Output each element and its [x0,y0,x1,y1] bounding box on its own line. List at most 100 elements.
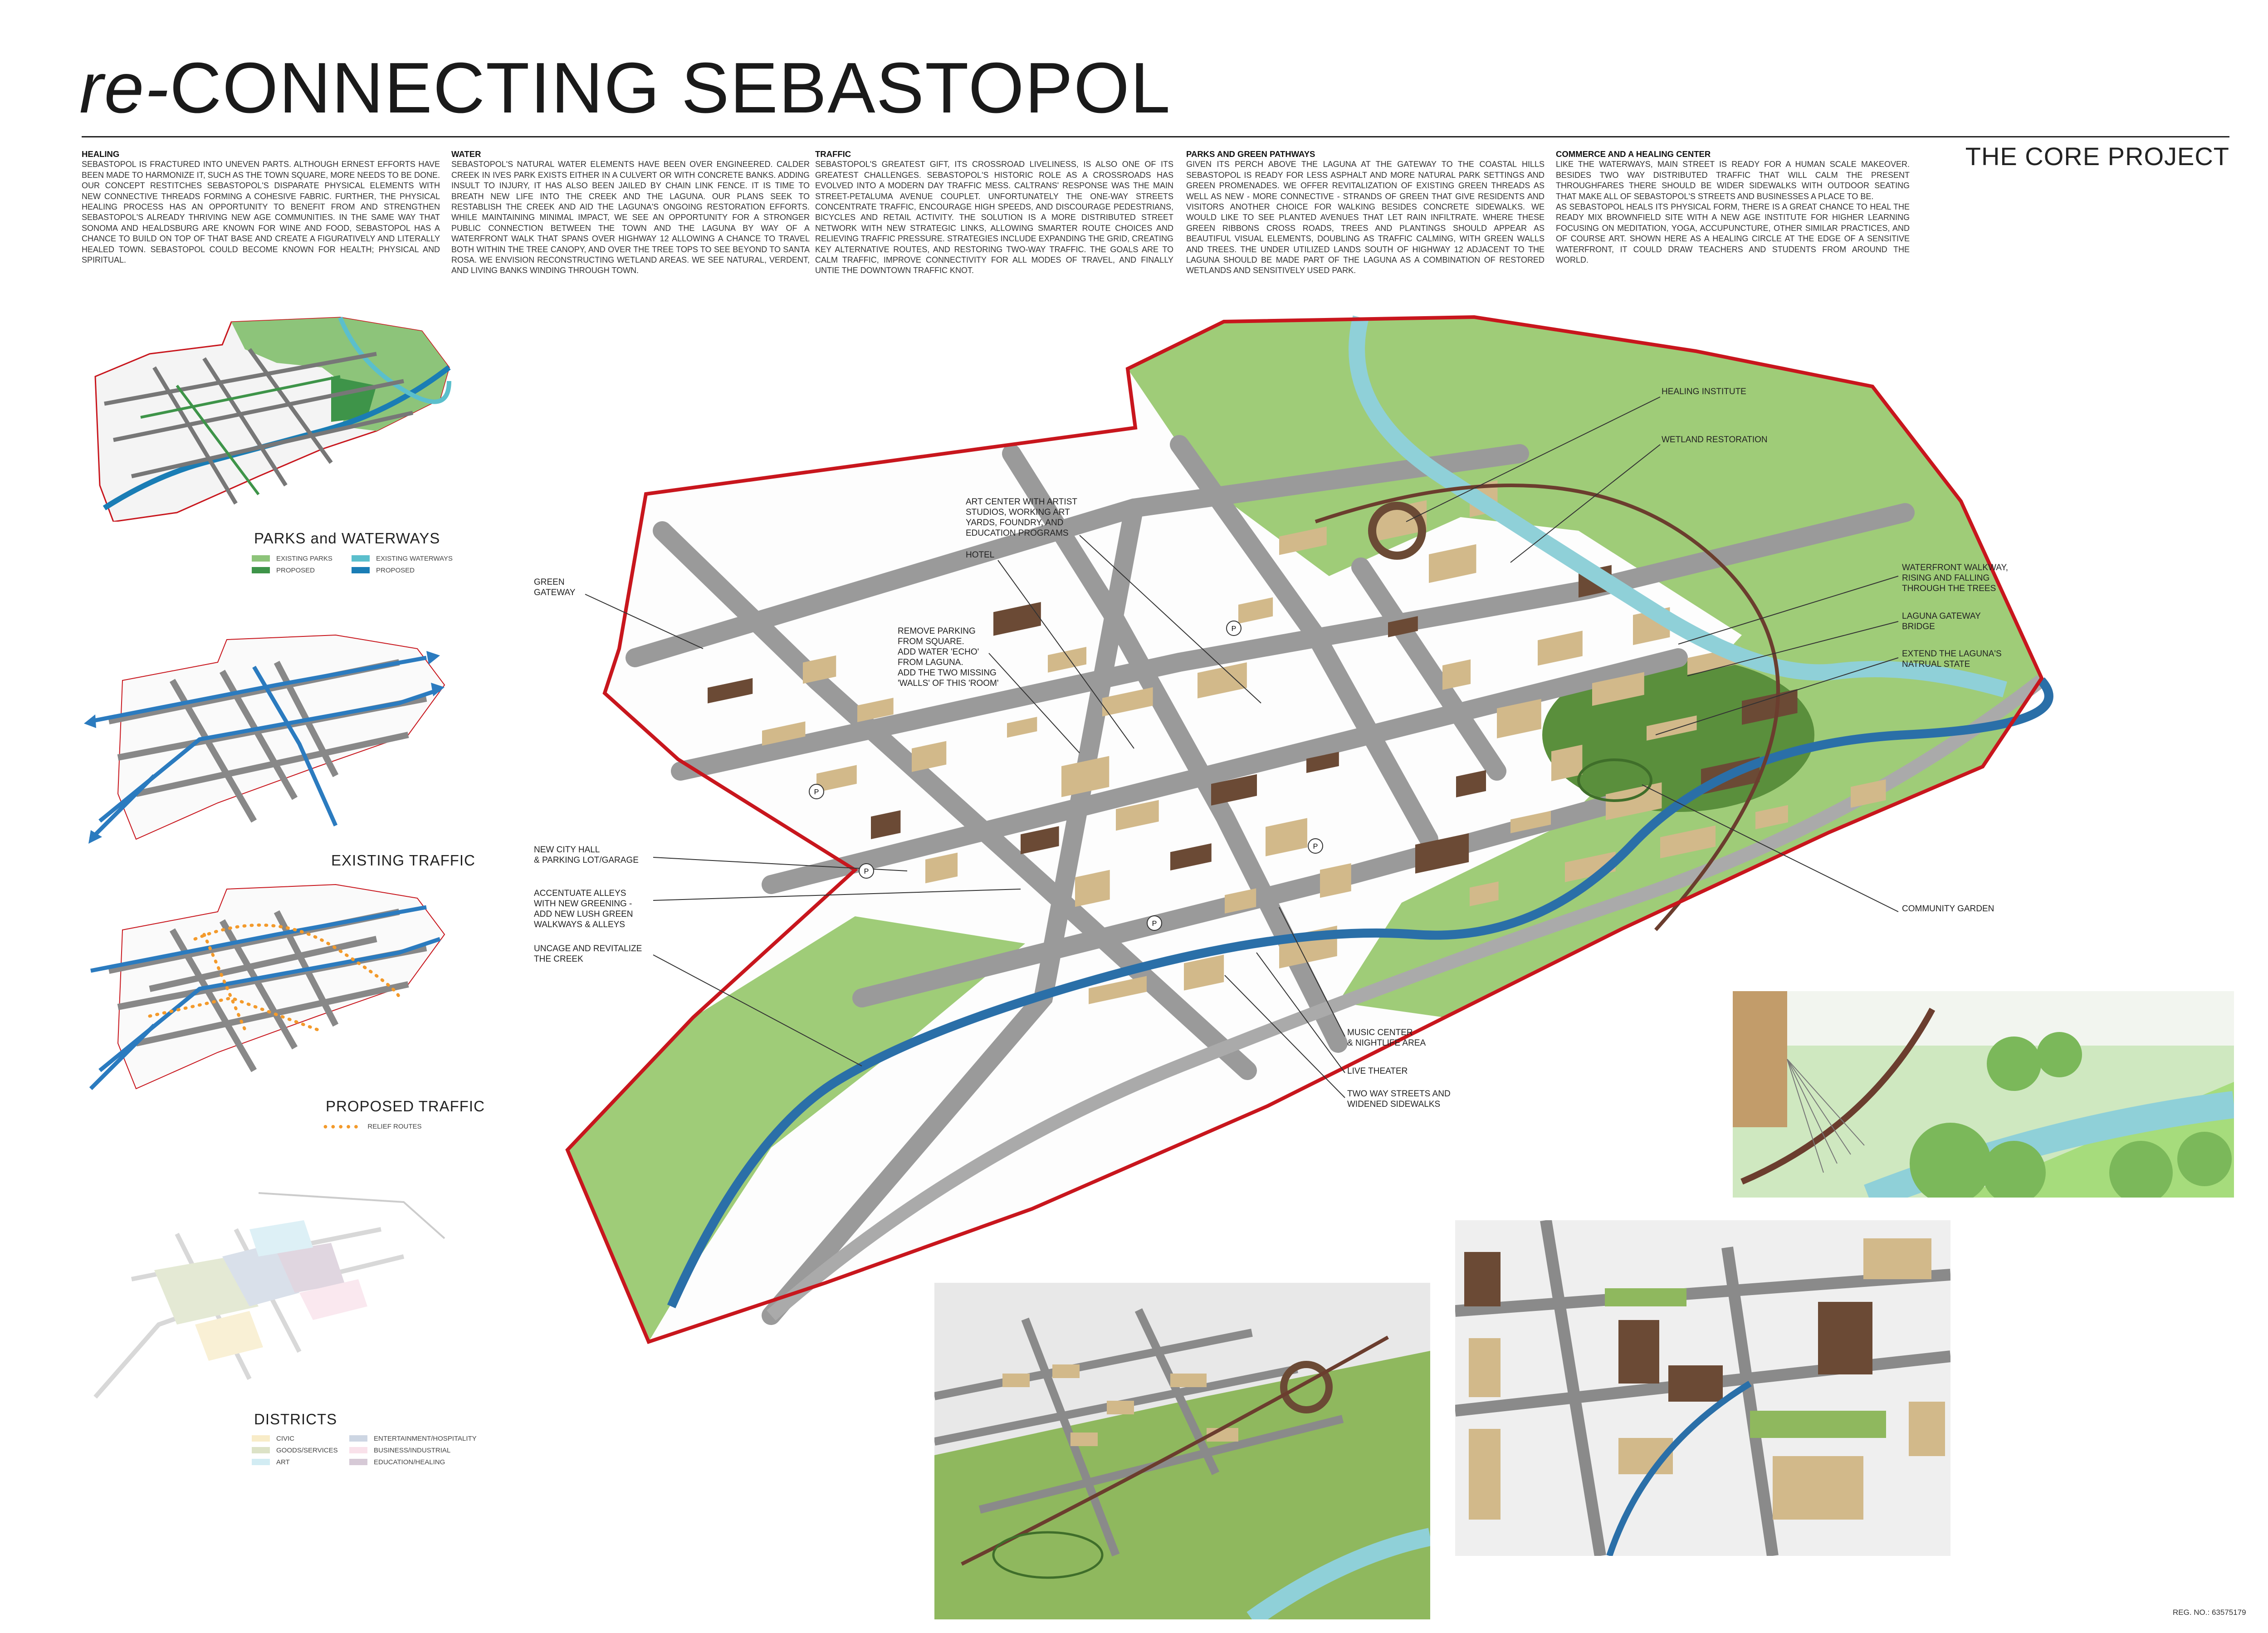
aerial-render-laguna [934,1283,1430,1619]
section-body: LIKE THE WATERWAYS, MAIN STREET IS READY… [1556,160,1910,201]
legend-proposed-parks: PROPOSED [252,565,352,575]
dotted-line-icon: ●●●●● [323,1121,362,1131]
legend-civic: CIVIC [252,1433,349,1443]
label-new-city-hall: NEW CITY HALL & PARKING LOT/GARAGE [534,845,639,865]
building [1415,833,1469,874]
legend-swatch [349,1459,367,1465]
building [1456,770,1486,797]
label-green-gateway: GREEN GATEWAY [534,577,576,597]
building [1170,843,1212,870]
legend-label: EDUCATION/HEALING [374,1458,445,1466]
building [1551,744,1583,782]
building [1238,597,1273,624]
title-prefix: re- [79,48,170,128]
title-main: CONNECTING SEBASTOPOL [170,48,1171,128]
building [1742,689,1798,725]
legend-label: PROPOSED [276,566,315,574]
building [1660,825,1716,859]
legend-label: CIVIC [276,1434,295,1442]
building [1755,805,1788,830]
building [1606,782,1662,821]
building [1211,774,1257,806]
label-laguna-gateway-bridge: LAGUNA GATEWAY BRIDGE [1902,611,1981,631]
building [803,655,836,684]
building [1320,863,1351,898]
building [1279,526,1327,555]
title-divider [82,136,2229,137]
legend-existing-waterways: EXISTING WATERWAYS [352,553,469,563]
building [1184,954,1224,991]
laguna-park [1128,317,2042,1017]
legend-swatch [252,1435,270,1442]
label-extend-laguna: EXTEND THE LAGUNA'S NATRUAL STATE [1902,649,2002,669]
section-body: SEBASTOPOL IS FRACTURED INTO UNEVEN PART… [82,160,440,265]
building [1089,976,1147,1004]
label-community-garden: COMMUNITY GARDEN [1902,904,1994,914]
leader-lines [585,396,1899,1098]
building [871,810,901,840]
section-body: SEBASTOPOL'S NATURAL WATER ELEMENTS HAVE… [451,160,810,275]
legend-swatch [252,1459,270,1465]
project-label: THE CORE PROJECT [1965,142,2229,171]
parks-diagram-title: PARKS and WATERWAYS [254,530,440,547]
proposed-traffic-title: PROPOSED TRAFFIC [326,1098,485,1115]
legend-proposed-waterways: PROPOSED [352,565,469,575]
building [857,698,894,722]
laguna-bridge-render [1733,991,2234,1198]
building [1021,826,1059,855]
parking-marker: P [1152,920,1157,928]
creek-park [567,916,1025,1342]
label-music-center: MUSIC CENTER & NIGHTLIFE AREA [1347,1028,1426,1048]
legend-label: EXISTING PARKS [276,554,332,562]
legend-business: BUSINESS/INDUSTRIAL [349,1445,485,1455]
building [1470,881,1499,906]
section-heading: TRAFFIC [815,149,851,159]
section-body: SEBASTOPOL'S GREATEST GIFT, ITS CROSSROA… [815,160,1173,275]
building [1497,699,1541,738]
legend-art: ART [252,1457,349,1467]
site-boundary [565,315,2044,1344]
building [1102,687,1153,717]
label-uncage-creek: UNCAGE AND REVITALIZE THE CREEK [534,944,642,964]
legend-entertainment: ENTERTAINMENT/HOSPITALITY [349,1433,485,1443]
building [1266,818,1307,856]
districts-title: DISTRICTS [254,1411,337,1428]
section-heading: COMMERCE AND A HEALING CENTER [1556,149,1711,159]
districts-legend: CIVIC ENTERTAINMENT/HOSPITALITY GOODS/SE… [252,1433,485,1467]
building [1116,800,1159,831]
legend-label: RELIEF ROUTES [367,1122,422,1130]
section-heading: WATER [451,149,481,159]
section-heading: PARKS AND GREEN PATHWAYS [1186,149,1315,159]
legend-label: BUSINESS/INDUSTRIAL [374,1446,451,1454]
proposed-traffic-diagram [89,884,445,1090]
building [1007,717,1037,738]
creek [667,677,2053,1309]
registration-number: REG. NO.: 63575179 [2173,1608,2246,1617]
districts-diagram [93,1192,445,1399]
legend-swatch [252,1447,270,1453]
buildings [708,480,1886,1004]
legend-education: EDUCATION/HEALING [349,1457,485,1467]
community-garden [1577,758,1652,802]
building [1061,756,1110,797]
building [925,852,958,884]
legend-label: PROPOSED [376,566,415,574]
building [708,678,753,704]
legend-label: EXISTING WATERWAYS [376,554,453,562]
building [1075,870,1110,907]
label-live-theater: LIVE THEATER [1347,1066,1408,1076]
healing-institute-ring [1368,502,1426,560]
parking-marker: P [1313,843,1318,851]
label-waterfront-walkway: WATERFRONT WALKWAY, RISING AND FALLING T… [1902,563,2008,593]
building [1538,631,1583,666]
label-wetland-restoration: WETLAND RESTORATION [1662,435,1768,445]
label-hotel: HOTEL [966,550,995,560]
building [1429,544,1476,583]
legend-label: GOODS/SERVICES [276,1446,338,1454]
building [816,765,857,792]
building [1510,811,1551,833]
